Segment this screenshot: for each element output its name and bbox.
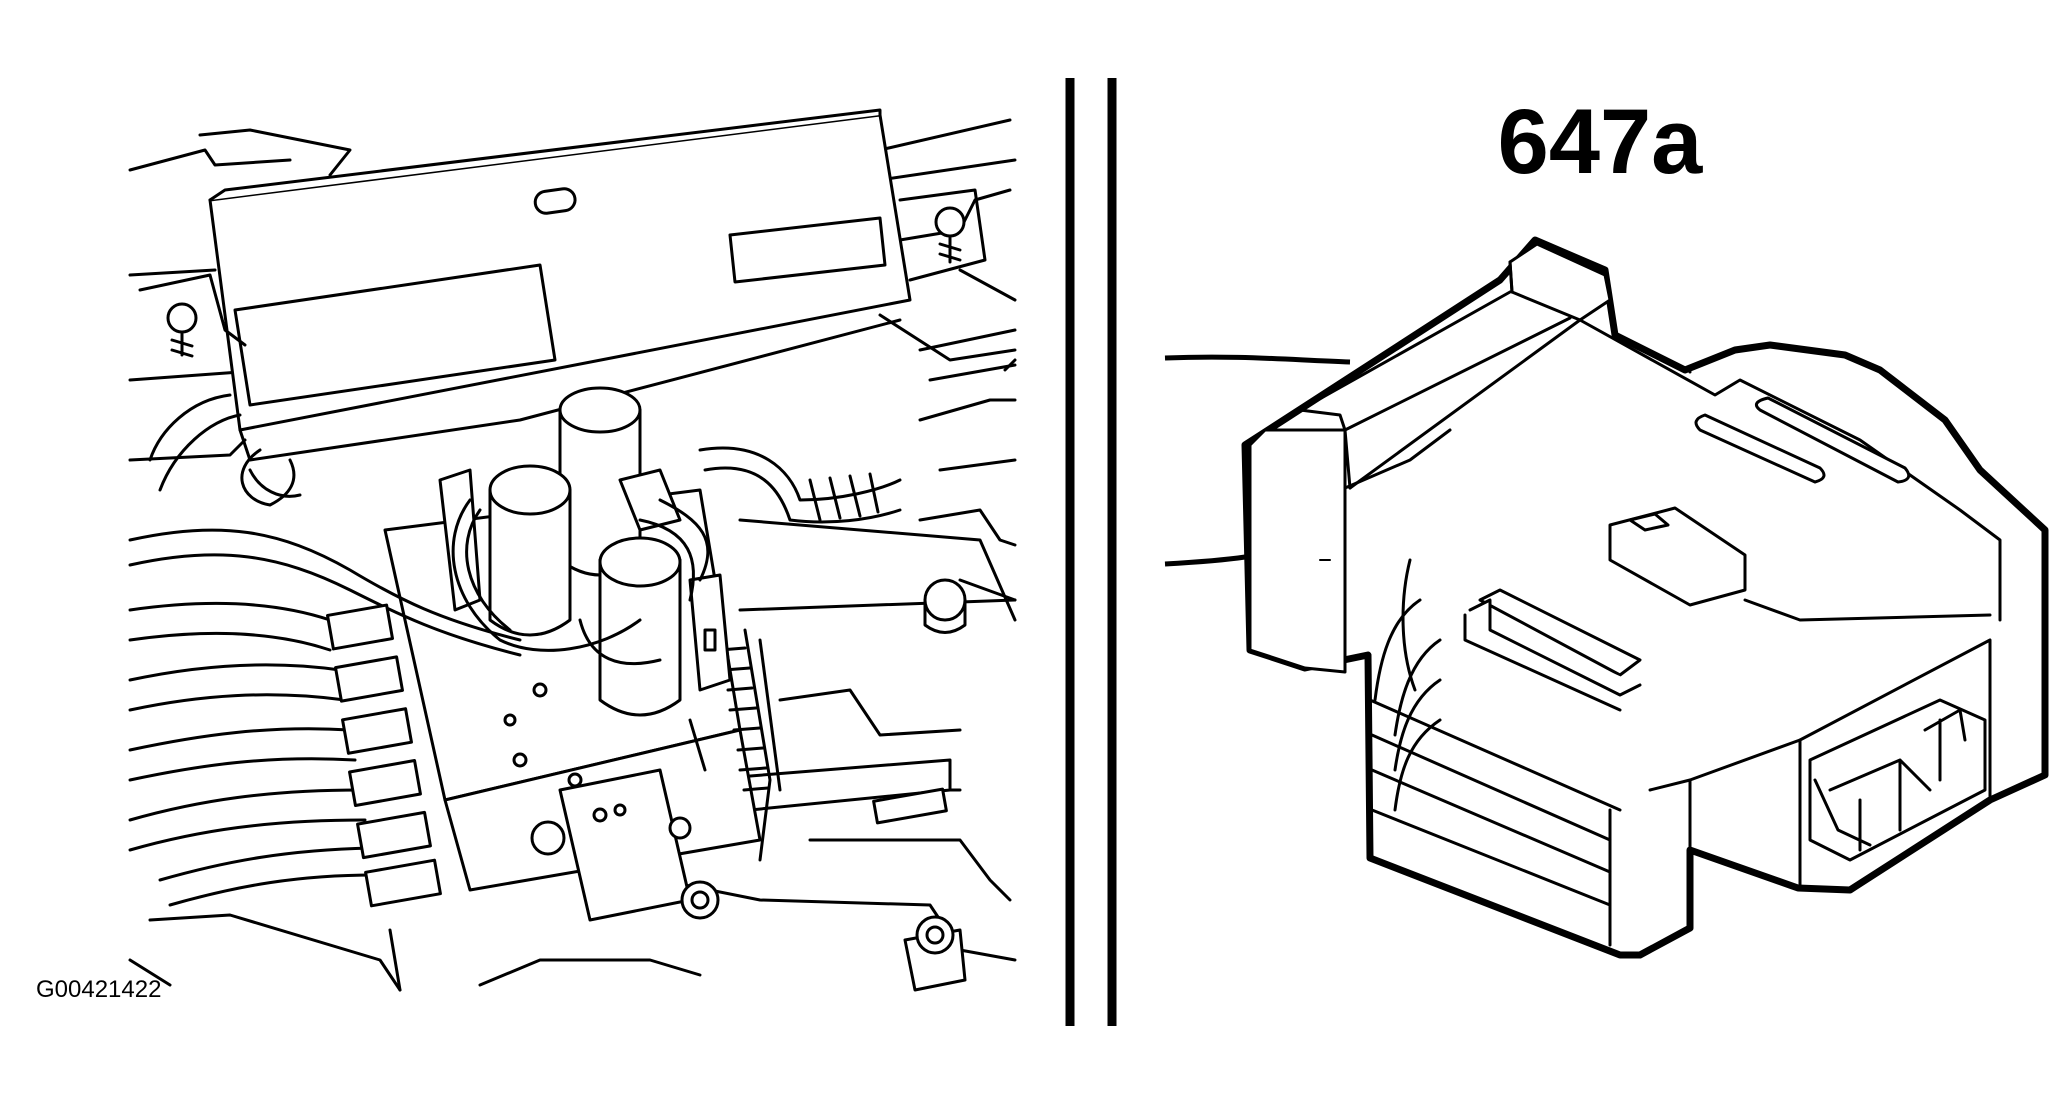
control-module — [138, 108, 987, 462]
panel-divider — [1065, 78, 1117, 1026]
bottom-mounting-bolt — [903, 915, 967, 992]
connector-detail-illustration — [1164, 236, 2049, 959]
connector-lead-lower — [1164, 554, 1246, 567]
solenoid-valves — [438, 386, 732, 717]
body-structure — [128, 118, 1017, 992]
connector-label: 647a — [1497, 91, 1703, 193]
side-bolt — [923, 578, 967, 634]
brake-line-fittings — [128, 601, 442, 908]
mounting-bolt-left — [166, 302, 198, 334]
engine-bay-illustration — [128, 108, 1017, 992]
wiring-harness — [128, 393, 902, 666]
mounting-bolt-right — [934, 206, 966, 238]
figure-code: G00421422 — [36, 976, 162, 1003]
connector-lead-upper — [1164, 354, 1351, 365]
connector-housing — [1241, 236, 2049, 959]
